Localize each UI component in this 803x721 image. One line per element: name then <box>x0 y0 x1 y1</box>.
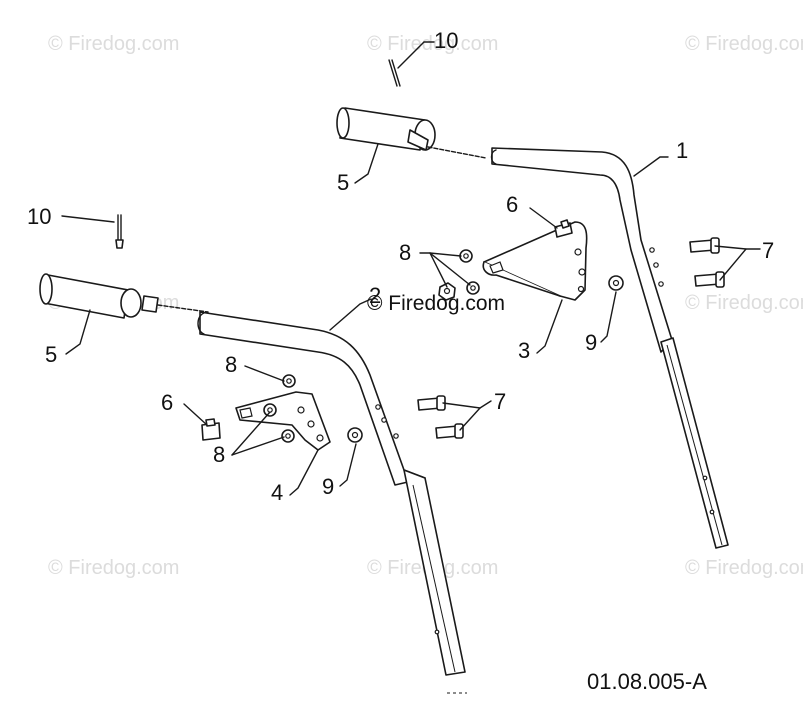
nuts-washers <box>263 249 624 443</box>
upper-handle-left <box>197 311 467 694</box>
callout-4: 4 <box>271 480 283 505</box>
bracket-left <box>235 391 331 451</box>
callouts: 1 2 3 4 5 5 6 6 7 7 8 8 8 9 9 10 10 <box>27 28 774 505</box>
bolt-7-right-lower <box>694 271 725 288</box>
callout-6-left: 6 <box>161 390 173 415</box>
callout-8-top: 8 <box>399 240 411 265</box>
watermark-mid-right: © Firedog.com <box>685 292 803 314</box>
watermark-center: © Firedog.com <box>367 292 505 315</box>
callout-7-mid: 7 <box>494 389 506 414</box>
handle-grip-left <box>39 273 209 319</box>
bolt-7-mid-lower <box>435 423 464 439</box>
bracket-right <box>482 221 588 301</box>
pin-left <box>115 214 124 249</box>
watermark-bottom-right: © Firedog.com <box>685 557 803 579</box>
watermark-top-right: © Firedog.com <box>685 33 803 55</box>
pin-top <box>388 59 401 87</box>
callout-6-top: 6 <box>506 192 518 217</box>
callout-7-right: 7 <box>762 238 774 263</box>
callout-5-left: 5 <box>45 342 57 367</box>
diagram-code: 01.08.005-A <box>587 669 707 694</box>
callout-9-right: 9 <box>585 330 597 355</box>
callout-9-left: 9 <box>322 474 334 499</box>
callout-5-top: 5 <box>337 170 349 195</box>
callout-2: 2 <box>369 283 381 308</box>
callout-1: 1 <box>676 138 688 163</box>
handle-grip-top <box>336 107 487 159</box>
bolt-6-top <box>554 219 573 238</box>
callout-3: 3 <box>518 338 530 363</box>
callout-8-low: 8 <box>213 442 225 467</box>
callout-8-mid: 8 <box>225 352 237 377</box>
watermark-bottom-left: © Firedog.com <box>48 557 179 579</box>
leader-lines <box>61 41 761 496</box>
callout-10-top: 10 <box>434 28 458 53</box>
watermark-top-center: © Firedog.com <box>367 33 498 55</box>
bolt-7-mid-upper <box>417 395 446 411</box>
upper-handle-right <box>490 147 729 549</box>
callout-10-left: 10 <box>27 204 51 229</box>
watermark-top-left: © Firedog.com <box>48 33 179 55</box>
